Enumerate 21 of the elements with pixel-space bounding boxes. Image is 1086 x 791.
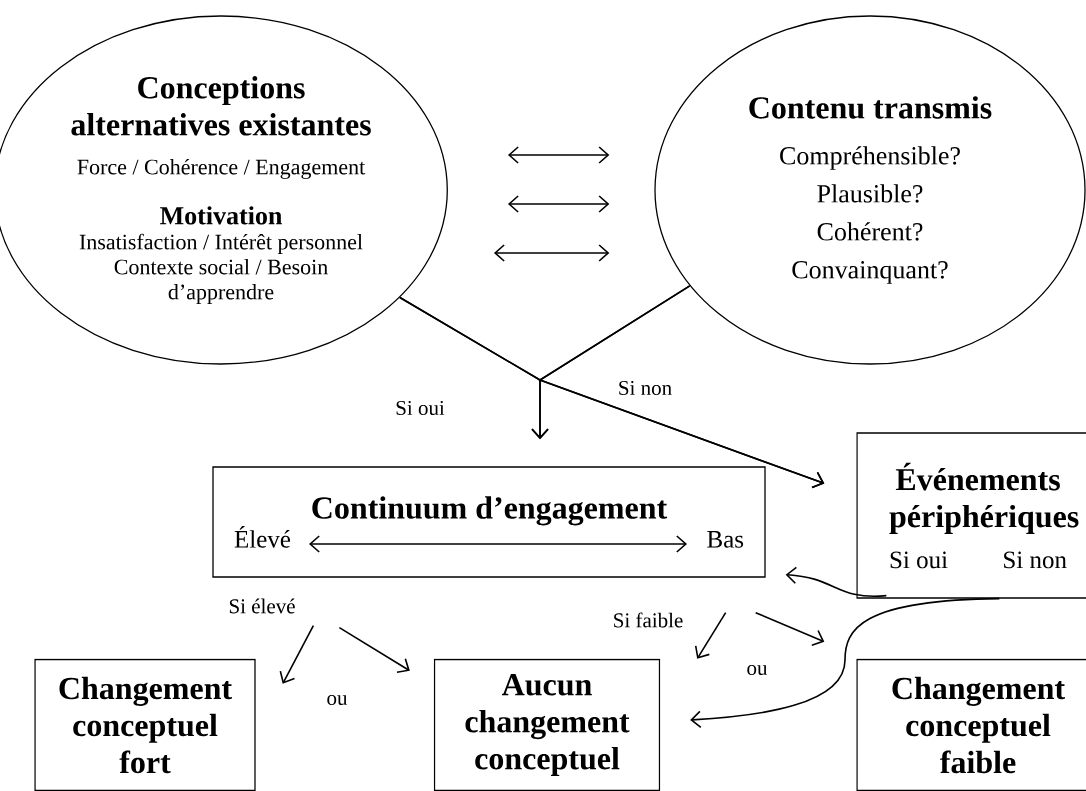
arrow: [754, 611, 825, 646]
arrow: [338, 626, 410, 674]
edge-label: Si oui: [396, 400, 445, 416]
arrow: [279, 624, 315, 684]
process-box: Continuum d’engagement Élevé Bas: [212, 466, 766, 578]
arrow: [538, 285, 825, 489]
arrow: [690, 597, 1001, 729]
arrow: [507, 195, 610, 213]
arrow: [785, 566, 888, 597]
process-box: Événements périphériques Si oui Si non: [856, 432, 1086, 599]
process-box: Changement conceptuel faible: [856, 658, 1086, 791]
arrow: [507, 146, 610, 164]
label-text: ou: [747, 664, 768, 676]
process-box: Aucun changement conceptuel: [433, 658, 661, 791]
arrow: [493, 244, 610, 262]
edge-label: Si faible: [614, 612, 683, 628]
label-text: ou: [327, 694, 348, 706]
process-box: Changement conceptuel fort: [34, 658, 256, 791]
edge-label: Si élevé: [229, 598, 295, 614]
edge-label: Si non: [619, 380, 672, 396]
arrow: [694, 611, 727, 659]
